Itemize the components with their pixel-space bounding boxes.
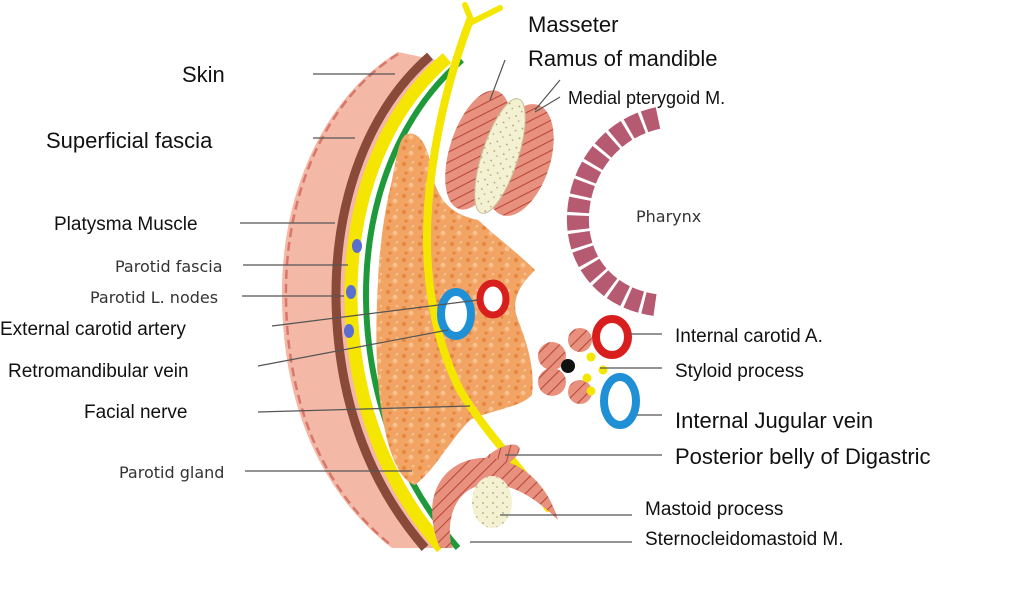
styloid-muscle bbox=[538, 342, 566, 370]
nerve-dot bbox=[582, 373, 592, 383]
lymph-node bbox=[352, 239, 362, 253]
nerve-dot bbox=[586, 352, 596, 362]
label-pharynx: Pharynx bbox=[636, 207, 701, 226]
styloid-process-bone bbox=[561, 359, 575, 373]
nerve-dot bbox=[586, 386, 596, 396]
label-masseter: Masseter bbox=[528, 12, 618, 37]
lymph-node bbox=[344, 324, 354, 338]
parotid-lymph-nodes bbox=[344, 239, 362, 338]
label-parotid-fascia: Parotid fascia bbox=[115, 257, 223, 276]
label-sternocleidomastoid: Sternocleidomastoid M. bbox=[645, 529, 844, 550]
internal-jugular-vein-vessel bbox=[600, 373, 640, 429]
external-carotid-artery-vessel bbox=[476, 279, 510, 319]
skin-layer bbox=[281, 52, 455, 548]
styloid-muscle bbox=[538, 368, 566, 396]
mandible-group bbox=[445, 90, 554, 216]
styloid-muscle bbox=[568, 380, 592, 404]
superficial-fascia-layer bbox=[331, 52, 433, 551]
label-mastoid: Mastoid process bbox=[645, 499, 783, 520]
label-superficial-fascia: Superficial fascia bbox=[46, 128, 213, 153]
label-medial-pterygoid: Medial pterygoid M. bbox=[568, 88, 725, 108]
mastoid-process-bone bbox=[472, 476, 512, 528]
retromandibular-vein-vessel bbox=[437, 288, 475, 340]
ramus-of-mandible bbox=[474, 98, 526, 214]
label-facial-nerve: Facial nerve bbox=[84, 402, 188, 423]
lymph-node bbox=[346, 285, 356, 299]
label-platysma: Platysma Muscle bbox=[54, 214, 198, 235]
leader-lines bbox=[240, 59, 662, 543]
label-ramus: Ramus of mandible bbox=[528, 46, 718, 71]
pharynx-wall bbox=[566, 107, 661, 316]
label-retromandibular-vein: Retromandibular vein bbox=[8, 361, 189, 382]
sternocleidomastoid-muscle bbox=[432, 457, 558, 548]
tissue-layers bbox=[281, 52, 464, 553]
label-internal-carotid: Internal carotid A. bbox=[675, 326, 823, 347]
label-parotid-nodes: Parotid L. nodes bbox=[90, 288, 218, 307]
facial-nerve-branch-right bbox=[469, 5, 503, 25]
label-parotid-gland: Parotid gland bbox=[119, 463, 224, 482]
styloid-group bbox=[538, 328, 608, 404]
parotid-fascia-layer bbox=[344, 53, 452, 553]
label-skin: Skin bbox=[182, 62, 225, 87]
label-digastric: Posterior belly of Digastric bbox=[675, 444, 931, 469]
label-external-carotid: External carotid artery bbox=[0, 319, 186, 340]
skin-cell-border bbox=[284, 52, 399, 547]
platysma-layer bbox=[362, 57, 464, 550]
internal-carotid-artery-vessel bbox=[592, 315, 632, 359]
label-internal-jugular: Internal Jugular vein bbox=[675, 408, 873, 433]
nerve-dot bbox=[598, 365, 608, 375]
label-styloid: Styloid process bbox=[675, 361, 804, 382]
styloid-muscle bbox=[568, 328, 592, 352]
facial-nerve-branch-left bbox=[462, 2, 475, 25]
